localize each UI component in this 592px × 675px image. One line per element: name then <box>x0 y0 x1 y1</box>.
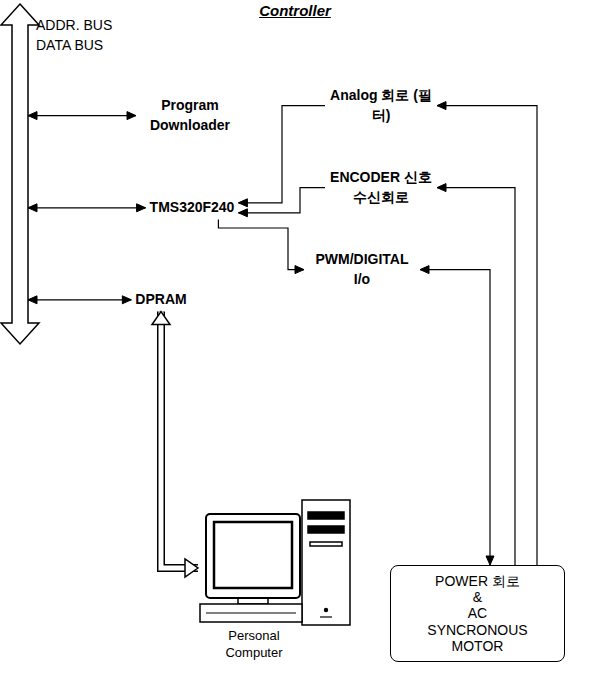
bus-arrow-outline <box>1 4 39 344</box>
connector <box>28 296 131 304</box>
power-motor-box: POWER 회로&AC SYNCRONOUS MOTOR <box>390 565 565 662</box>
drive-slot <box>308 512 344 519</box>
bus-arrow <box>12 4 28 344</box>
connector <box>152 312 198 577</box>
connector-line <box>28 299 131 300</box>
connector-line <box>218 220 304 270</box>
computer-tower <box>302 500 350 625</box>
connector <box>28 204 146 212</box>
arrowhead <box>437 184 446 192</box>
arrowhead <box>28 112 37 120</box>
connector <box>238 188 325 217</box>
arrowhead <box>28 296 37 304</box>
arrowhead <box>238 199 247 207</box>
arrowhead <box>122 296 131 304</box>
arrowhead <box>486 556 494 565</box>
node-text: Personal Computer <box>206 628 302 662</box>
block-label: ENCODER 신호수신회로 <box>325 166 437 209</box>
keyboard-detail <box>206 613 296 614</box>
node-text: Program Downloader <box>140 96 240 135</box>
arrowhead <box>28 204 37 212</box>
node-text: AC SYNCRONOUS MOTOR <box>427 605 527 653</box>
connector <box>238 106 325 207</box>
arrowhead <box>185 559 198 577</box>
connector-line <box>28 115 136 116</box>
node-text: PWM/DIGITAL I/o <box>308 250 416 289</box>
node-text: TMS320F240 <box>150 198 235 218</box>
block-label: Program Downloader <box>136 94 244 137</box>
arrowhead <box>238 209 247 217</box>
monitor-screen <box>214 522 292 588</box>
bus-arrow: ADDR. BUS DATA BUS <box>12 4 28 344</box>
connector <box>28 112 136 120</box>
connector <box>437 102 537 565</box>
block-label: Analog 회로 (필터) <box>325 84 437 127</box>
diagram-title: Controller <box>259 2 331 19</box>
keyboard-base <box>200 604 302 622</box>
connector <box>218 220 304 274</box>
connector-line <box>28 207 146 208</box>
node-text: POWER 회로 <box>435 573 520 589</box>
personal-computer: Personal Computer <box>198 498 353 662</box>
connector-line <box>161 312 198 568</box>
connector-line <box>437 106 537 565</box>
arrowhead <box>137 204 146 212</box>
connector-line <box>238 188 325 213</box>
arrowhead <box>420 266 429 274</box>
connector-line <box>420 270 490 565</box>
tower-detail <box>320 616 332 617</box>
connector-line <box>437 188 515 565</box>
power-button <box>324 608 328 612</box>
node-text: ADDR. BUS DATA BUS <box>36 16 120 55</box>
block-label: DPRAM <box>131 288 190 312</box>
arrowhead <box>152 312 170 325</box>
connector <box>420 266 494 565</box>
node-text: ENCODER 신호수신회로 <box>329 168 433 207</box>
connector-line <box>238 106 325 203</box>
connector-line <box>161 312 198 568</box>
node-text: & <box>473 589 482 605</box>
arrowhead <box>295 266 304 274</box>
drive-slot <box>310 542 342 546</box>
block-label: TMS320F240 <box>146 196 239 220</box>
node-text: Analog 회로 (필터) <box>329 86 433 125</box>
drive-slot <box>308 526 344 533</box>
monitor-frame <box>206 514 300 598</box>
connector <box>437 184 515 565</box>
block-label: PWM/DIGITAL I/o <box>304 248 420 291</box>
arrowhead <box>437 102 446 110</box>
arrowhead <box>127 112 136 120</box>
node-text: DPRAM <box>135 290 186 310</box>
